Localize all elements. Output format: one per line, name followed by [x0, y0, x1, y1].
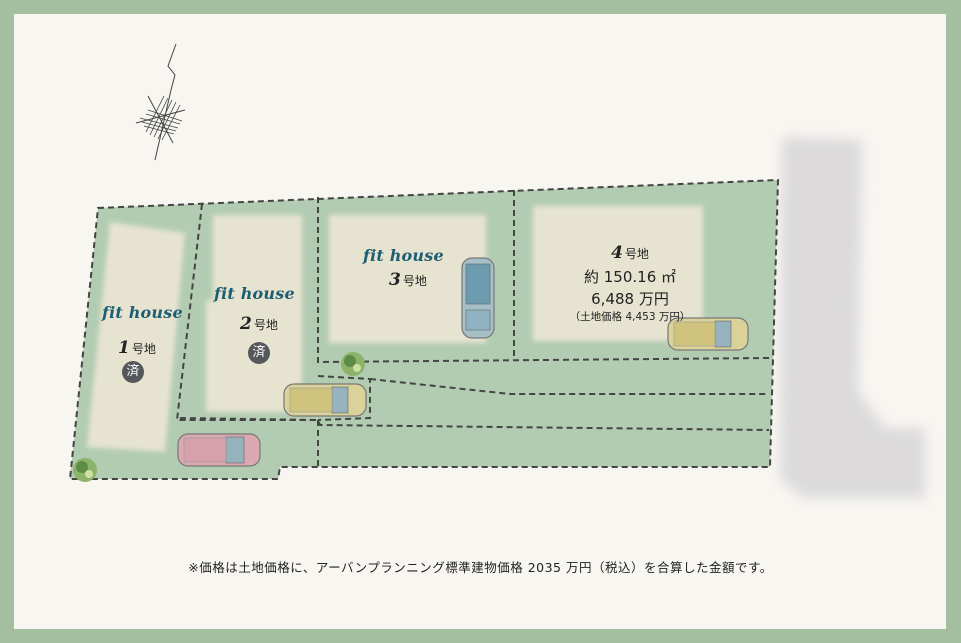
tree-icon	[341, 352, 365, 376]
lot-4-suffix: 号地	[624, 247, 649, 261]
building-lot-2	[206, 215, 302, 412]
lot-2-suffix: 号地	[253, 318, 278, 332]
lot-4-land-price: （土地価格 4,453 万円）	[569, 311, 691, 323]
lot-3-number: 3	[389, 270, 401, 290]
adjacent-road-shadow	[780, 137, 925, 498]
lot-3-suffix: 号地	[402, 274, 427, 288]
lot-4-price: 6,488 万円	[591, 290, 669, 308]
building-lot-1	[87, 222, 185, 452]
lot-4-area: 約 150.16 ㎡	[583, 268, 677, 286]
tree-icon	[73, 458, 97, 482]
lot-2-sold-badge: 済	[248, 342, 270, 364]
lot-3-brand-label: fit house	[363, 246, 444, 265]
site-plan-canvas	[14, 14, 946, 629]
building-lot-3	[329, 215, 486, 343]
lot-1-brand-label: fit house	[102, 303, 183, 322]
lot-2-number: 2	[240, 314, 252, 334]
lot-2-brand-label: fit house	[214, 284, 295, 303]
car-pink-icon	[177, 433, 261, 467]
lot-1-number: 1	[118, 338, 130, 358]
north-arrow-compass-icon	[135, 43, 186, 161]
lot-1-suffix: 号地	[131, 342, 156, 356]
car-yellow-icon	[283, 383, 367, 417]
lot-4-number: 4	[611, 243, 623, 263]
price-footnote: ※価格は土地価格に、アーバンプランニング標準建物価格 2035 万円（税込）を合…	[188, 560, 773, 575]
site-plan-map	[68, 43, 925, 498]
lot-1-sold-badge: 済	[122, 361, 144, 383]
car-blue-icon	[461, 257, 495, 339]
car-yellow-icon	[667, 317, 749, 351]
